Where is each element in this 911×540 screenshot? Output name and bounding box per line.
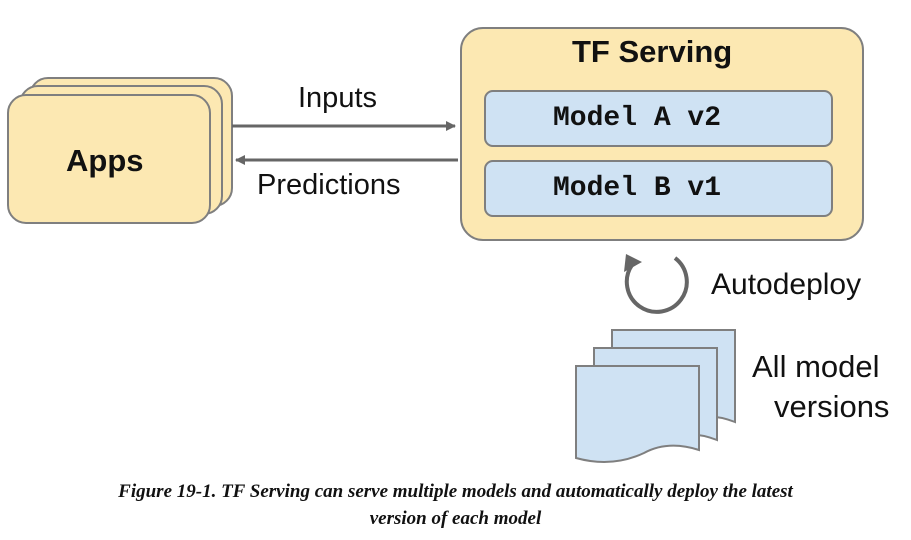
inputs-label: Inputs [298,82,377,114]
model-a-box [484,90,833,147]
versions-label-line2: versions [774,389,890,424]
apps-card-front [7,94,211,224]
autodeploy-cycle-icon [624,254,689,314]
model-b-box [484,160,833,217]
diagram-canvas [7,27,864,463]
versions-label-line1: All model [752,349,880,384]
predictions-label: Predictions [257,169,401,201]
model-versions-documents-icon [575,329,736,463]
caption-line2: version of each model [369,508,542,529]
tf-serving-title: TF Serving [572,34,733,69]
apps-stack [7,77,233,224]
model-a-label: Model A v2 [553,103,722,134]
autodeploy-label: Autodeploy [711,268,862,301]
caption-line1: Figure 19-1. TF Serving can serve multip… [118,481,793,502]
apps-label: Apps [66,143,144,178]
figure-caption: Figure 19-1. TF Serving can serve multip… [0,478,911,532]
model-b-label: Model B v1 [553,173,722,204]
